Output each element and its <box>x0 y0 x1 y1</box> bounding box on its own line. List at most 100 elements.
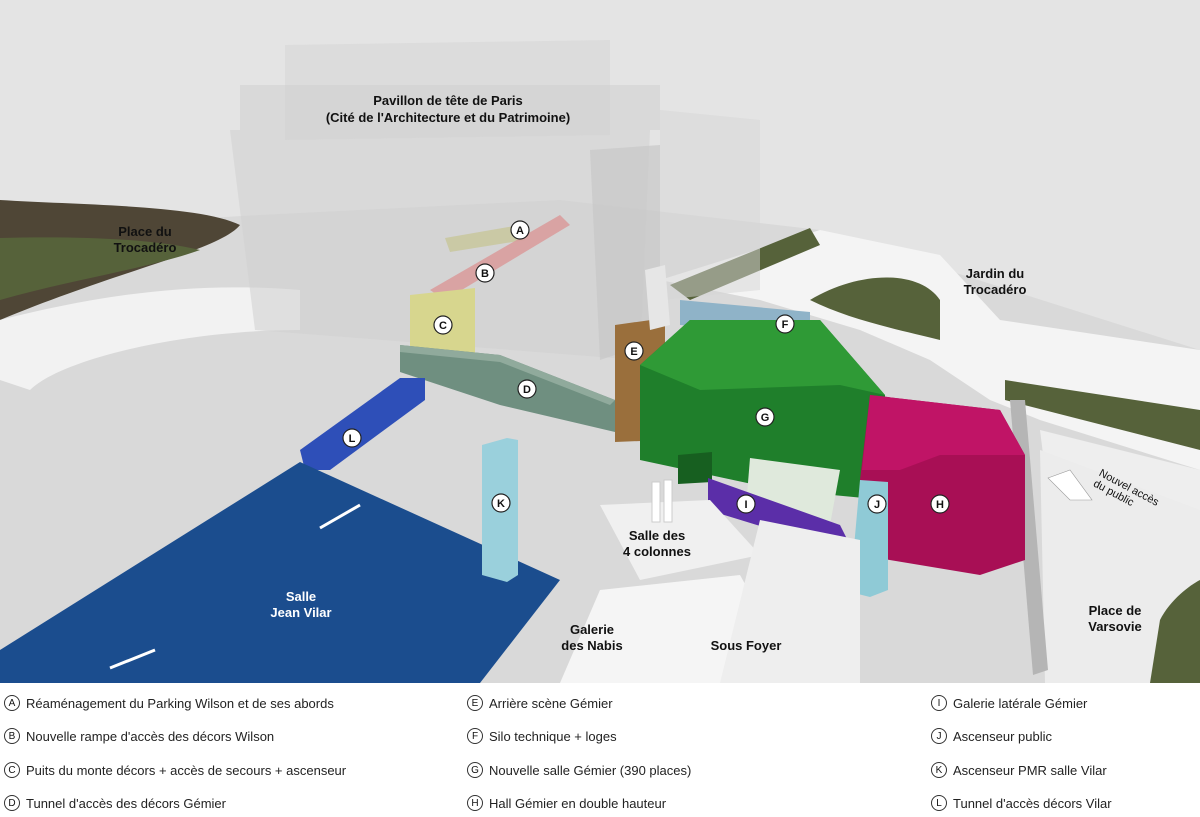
marker-b-letter: B <box>481 268 489 280</box>
statue <box>645 265 670 330</box>
marker-l: L <box>342 428 362 448</box>
pavillon-body <box>230 130 650 360</box>
jardin-lawn-2 <box>810 277 940 340</box>
h-roof <box>862 395 1025 470</box>
marker-k: K <box>491 493 511 513</box>
legend-letter-a: A <box>4 695 20 711</box>
pavillon-label-1: Pavillon de tête de Paris <box>373 93 523 108</box>
legend-text-c: Puits du monte décors + accès de secours… <box>26 762 347 778</box>
legend-item-i: I Galerie latérale Gémier <box>931 693 1087 713</box>
column-2 <box>663 479 673 523</box>
legend-letter-g: G <box>467 762 483 778</box>
marker-c-letter: C <box>439 320 447 332</box>
marker-e: E <box>624 341 644 361</box>
vilar-line-2 <box>109 648 156 670</box>
sous-foyer-label: Sous Foyer <box>711 638 782 653</box>
legend-letter-c: C <box>4 762 20 778</box>
l-tunnel <box>300 378 425 470</box>
jardin-label-2: Trocadéro <box>964 282 1027 297</box>
legend-item-l: L Tunnel d'accès décors Vilar <box>931 793 1112 813</box>
trocadero-lawn <box>0 237 200 300</box>
marker-g: G <box>755 407 775 427</box>
legend-text-h: Hall Gémier en double hauteur <box>489 795 667 811</box>
legend-letter-j: J <box>931 728 947 744</box>
pavillon-roof <box>240 85 660 130</box>
marker-k-letter: K <box>497 498 505 510</box>
axonometric-plan: Pavillon de tête de Paris (Cité de l'Arc… <box>0 0 1200 683</box>
b-ramp <box>430 215 570 300</box>
column-1 <box>651 481 661 523</box>
colonnes-label-2: 4 colonnes <box>623 544 691 559</box>
marker-j: J <box>867 494 887 514</box>
d-tunnel <box>400 345 615 432</box>
nabis-label-1: Galerie <box>570 622 614 637</box>
marker-i-letter: I <box>744 499 747 511</box>
vilar-label-1: Salle <box>286 589 316 604</box>
trocadero-terrace <box>0 287 300 390</box>
legend-letter-i: I <box>931 695 947 711</box>
legend-letter-f: F <box>467 728 483 744</box>
legend-item-b: B Nouvelle rampe d'accès des décors Wils… <box>4 726 274 746</box>
g-roof <box>640 320 885 395</box>
marker-d-letter: D <box>523 384 531 396</box>
marker-e-letter: E <box>630 346 637 358</box>
marker-g-letter: G <box>761 412 770 424</box>
colonnes-room <box>600 500 760 580</box>
legend-text-e: Arrière scène Gémier <box>489 695 613 711</box>
legend-text-d: Tunnel d'accès des décors Gémier <box>26 795 226 811</box>
pavillon-label-2: (Cité de l'Architecture et du Patrimoine… <box>326 110 570 125</box>
sous-foyer <box>720 520 860 683</box>
marker-a-letter: A <box>516 225 524 237</box>
varsovie-lawn <box>1150 580 1200 683</box>
vilar-line-1 <box>319 503 361 530</box>
pavillon-wing <box>660 110 760 300</box>
marker-l-letter: L <box>349 433 356 445</box>
legend-item-h: H Hall Gémier en double hauteur <box>467 793 666 813</box>
marker-f: F <box>775 314 795 334</box>
legend-text-f: Silo technique + loges <box>489 728 617 744</box>
varsovie-label-2: Varsovie <box>1088 619 1142 634</box>
trocadero-label-2: Trocadéro <box>114 240 177 255</box>
legend-item-a: A Réaménagement du Parking Wilson et de … <box>4 693 334 713</box>
legend-item-k: K Ascenseur PMR salle Vilar <box>931 760 1107 780</box>
legend: A Réaménagement du Parking Wilson et de … <box>0 683 1200 817</box>
legend-text-j: Ascenseur public <box>953 728 1052 744</box>
legend-letter-e: E <box>467 695 483 711</box>
trocadero-label-1: Place du <box>118 224 172 239</box>
vilar-label-2: Jean Vilar <box>270 605 331 620</box>
legend-item-e: E Arrière scène Gémier <box>467 693 613 713</box>
marker-a: A <box>510 220 530 240</box>
marker-h-letter: H <box>936 499 944 511</box>
legend-text-k: Ascenseur PMR salle Vilar <box>953 762 1107 778</box>
legend-text-b: Nouvelle rampe d'accès des décors Wilson <box>26 728 275 744</box>
legend-letter-l: L <box>931 795 947 811</box>
legend-letter-b: B <box>4 728 20 744</box>
a-parking <box>445 225 525 252</box>
marker-f-letter: F <box>782 319 789 331</box>
legend-text-g: Nouvelle salle Gémier (390 places) <box>489 762 692 778</box>
legend-item-f: F Silo technique + loges <box>467 726 617 746</box>
legend-item-c: C Puits du monte décors + accès de secou… <box>4 760 346 780</box>
legend-letter-d: D <box>4 795 20 811</box>
vilar-hall <box>0 462 560 683</box>
varsovie-label-1: Place de <box>1089 603 1142 618</box>
nabis-label-2: des Nabis <box>561 638 622 653</box>
marker-i: I <box>736 494 756 514</box>
d-tunnel-top <box>400 345 615 405</box>
legend-item-g: G Nouvelle salle Gémier (390 places) <box>467 760 691 780</box>
marker-h: H <box>930 494 950 514</box>
plan-drawing: Pavillon de tête de Paris (Cité de l'Arc… <box>0 0 1200 683</box>
colonnes-label-1: Salle des <box>629 528 685 543</box>
marker-b: B <box>475 263 495 283</box>
pavillon-side <box>590 145 660 360</box>
legend-text-i: Galerie latérale Gémier <box>953 695 1088 711</box>
legend-item-j: J Ascenseur public <box>931 726 1052 746</box>
legend-item-d: D Tunnel d'accès des décors Gémier <box>4 793 226 813</box>
g-block <box>678 452 712 484</box>
marker-d: D <box>517 379 537 399</box>
legend-letter-h: H <box>467 795 483 811</box>
marker-j-letter: J <box>874 499 880 511</box>
marker-c: C <box>433 315 453 335</box>
legend-text-l: Tunnel d'accès décors Vilar <box>953 795 1112 811</box>
jardin-label-1: Jardin du <box>966 266 1025 281</box>
